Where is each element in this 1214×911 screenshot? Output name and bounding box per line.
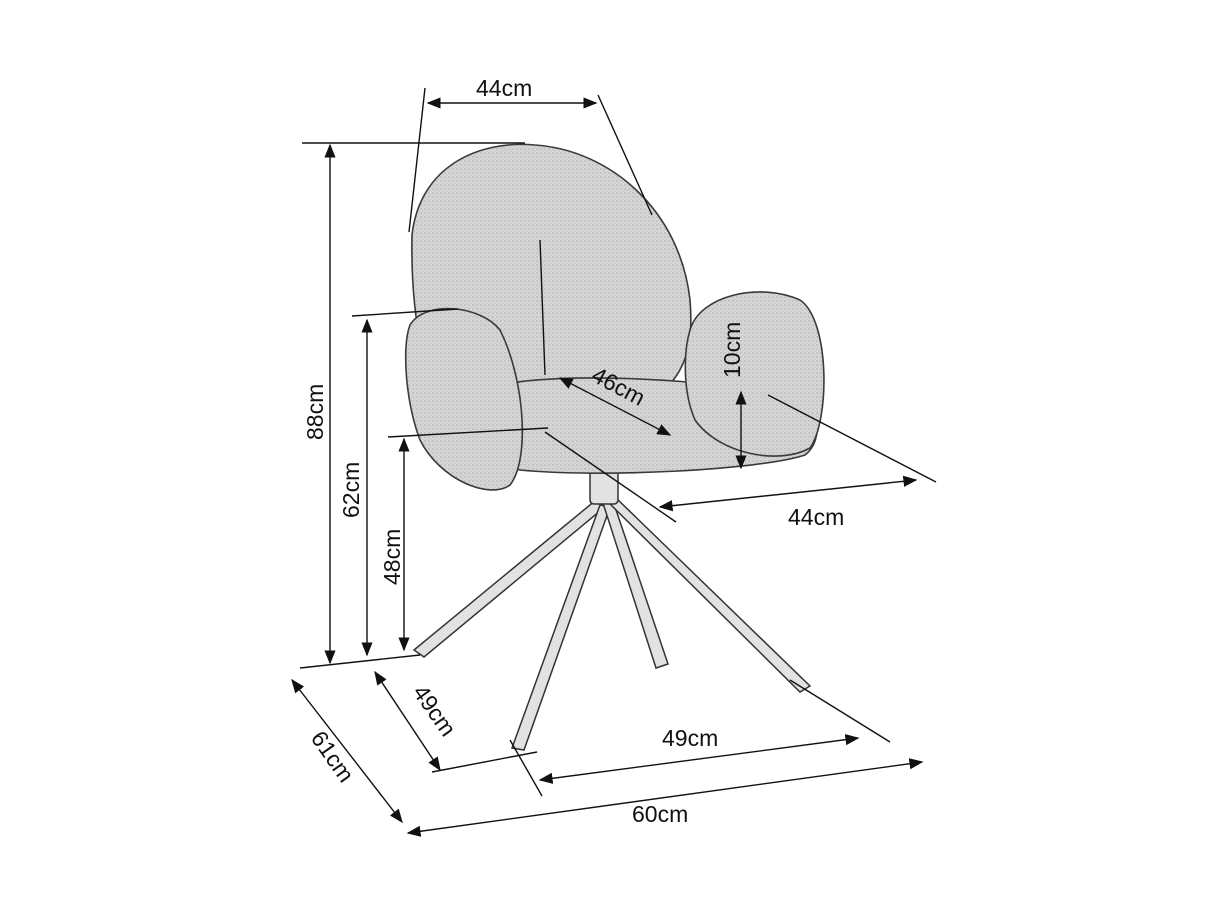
label-armrest-above-seat: 10cm [719, 322, 745, 378]
label-base-width: 49cm [662, 725, 718, 751]
chair-illustration [404, 143, 825, 751]
label-back-width: 44cm [476, 75, 532, 101]
left-armrest [404, 307, 524, 491]
label-seat-width: 44cm [788, 504, 844, 530]
label-base-depth: 49cm [408, 680, 462, 741]
label-total-width: 60cm [632, 801, 688, 827]
chair-legs [412, 469, 812, 751]
label-seat-height: 48cm [379, 529, 405, 585]
dimension-lines [291, 87, 937, 837]
right-armrest [684, 291, 825, 457]
label-armrest-height: 62cm [338, 462, 364, 518]
label-total-height: 88cm [302, 384, 328, 440]
